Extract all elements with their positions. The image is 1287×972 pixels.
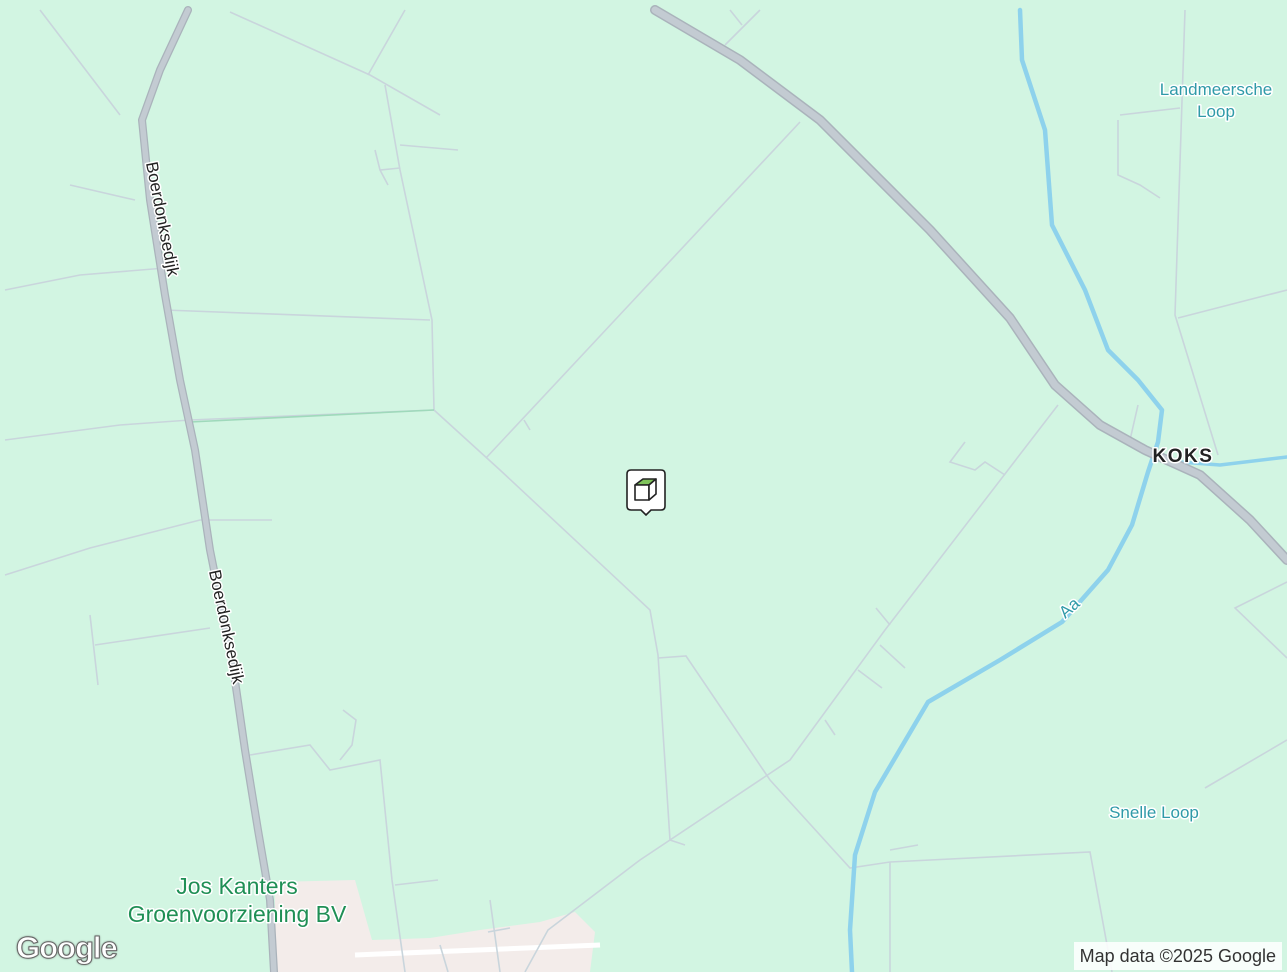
- place-label-koks: KOKS: [1153, 446, 1214, 467]
- river-aa: [847, 7, 1165, 972]
- minor-roads: [4, 9, 1287, 972]
- map-attribution[interactable]: Map data ©2025 Google: [1073, 942, 1282, 970]
- location-marker[interactable]: [626, 469, 666, 517]
- water-label-snelle-loop: Snelle Loop: [1109, 803, 1199, 822]
- major-roads: [138, 5, 1287, 972]
- water-label-landmeersche-line1: Landmeersche: [1160, 80, 1272, 99]
- google-logo: Google: [16, 930, 119, 966]
- green-boundary: [189, 409, 435, 423]
- poi-label-line2[interactable]: Groenvoorziening BV: [126, 900, 348, 929]
- urban-road: [354, 942, 601, 958]
- poi-label-line1[interactable]: Jos Kanters: [175, 872, 299, 901]
- water-label-landmeersche-line2: Loop: [1197, 102, 1235, 121]
- road-diagonal: [651, 6, 1287, 564]
- building-icon: [626, 469, 666, 517]
- road-boerdonksedijk: [139, 7, 277, 972]
